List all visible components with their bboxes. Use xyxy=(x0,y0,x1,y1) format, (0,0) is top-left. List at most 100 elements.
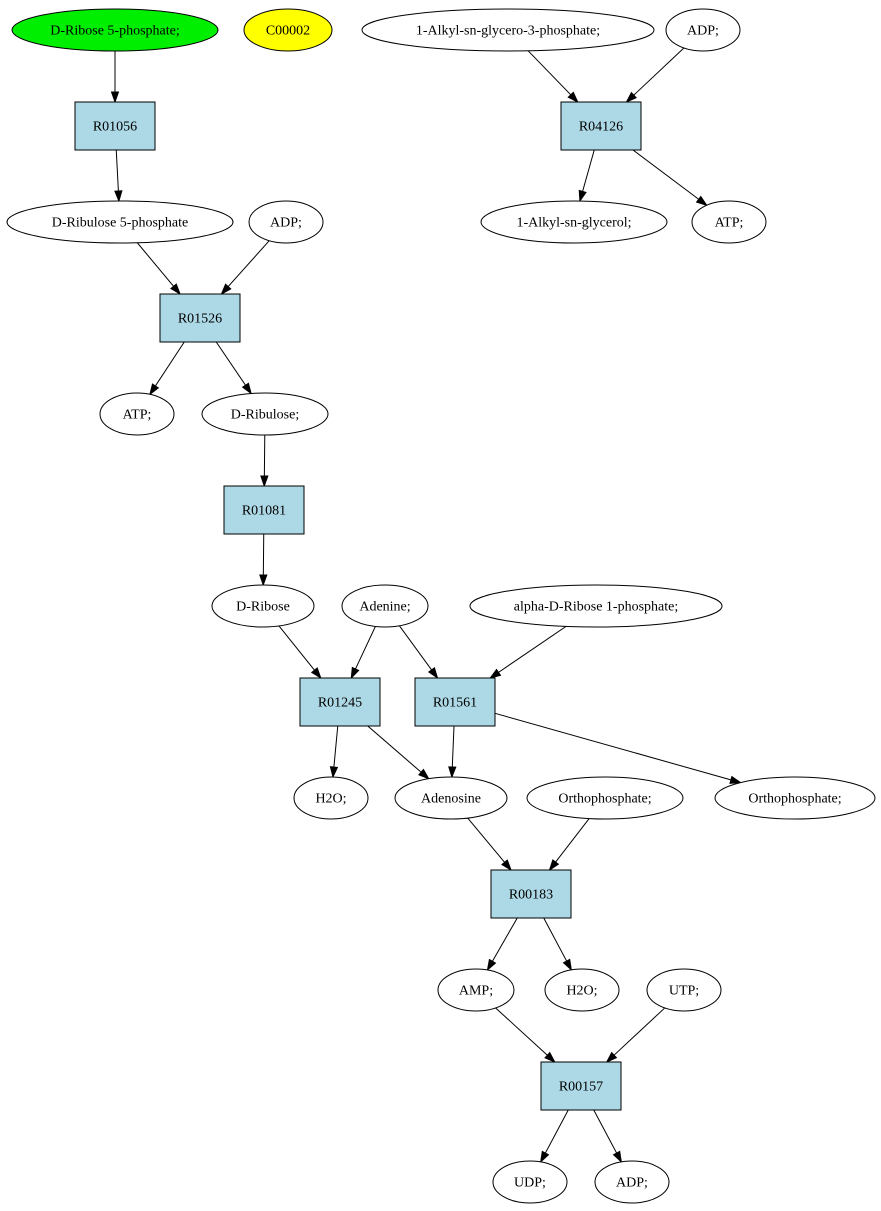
reaction-box xyxy=(159,293,241,343)
edge-line xyxy=(593,1109,618,1154)
compound-node-adp[interactable]: ADP; xyxy=(594,1160,670,1204)
compound-node-orthophosphate[interactable]: Orthophosphate; xyxy=(526,776,684,820)
compound-ellipse xyxy=(646,968,722,1012)
edge-line xyxy=(527,50,572,96)
arrowhead-icon xyxy=(310,667,322,680)
reaction-node-r01245[interactable]: R01245 xyxy=(299,677,381,727)
edge-ortho1-to-r00183 xyxy=(548,818,590,872)
edge-utp-to-r00157 xyxy=(605,1007,666,1064)
compound-ellipse xyxy=(394,776,508,820)
node-label: AMP; xyxy=(459,984,493,999)
node-label: D-Ribulose 5-phosphate xyxy=(52,216,188,231)
compound-node-udp[interactable]: UDP; xyxy=(492,1160,568,1204)
node-label: ATP; xyxy=(123,408,152,423)
node-label: H2O; xyxy=(566,984,597,999)
edge-amp-to-r00157 xyxy=(495,1007,556,1064)
reaction-box xyxy=(540,1061,622,1111)
compound-node-h2o[interactable]: H2O; xyxy=(544,968,620,1012)
node-label: UDP; xyxy=(514,1176,546,1191)
compound-ellipse xyxy=(469,584,723,628)
compound-node-adp[interactable]: ADP; xyxy=(665,8,741,52)
compound-node-adenosine[interactable]: Adenosine xyxy=(394,776,508,820)
compound-node-d-ribose-5-phosphate[interactable]: D-Ribose 5-phosphate; xyxy=(11,8,219,52)
reaction-node-r00183[interactable]: R00183 xyxy=(490,869,572,919)
edge-r04126-to-atp_top xyxy=(632,149,708,207)
edge-adp_top-to-r04126 xyxy=(625,47,685,104)
reaction-node-r01561[interactable]: R01561 xyxy=(414,677,496,727)
reaction-box xyxy=(560,101,642,151)
compound-node-atp[interactable]: ATP; xyxy=(99,392,175,436)
edge-r01081-to-ribose xyxy=(259,533,268,587)
compound-node-utp[interactable]: UTP; xyxy=(646,968,722,1012)
edge-line xyxy=(543,917,568,962)
reaction-node-r01056[interactable]: R01056 xyxy=(74,101,156,151)
node-label: UTP; xyxy=(669,984,699,999)
compound-node-1-alkyl-sn-glycerol[interactable]: 1-Alkyl-sn-glycerol; xyxy=(480,200,668,244)
arrowhead-icon xyxy=(625,91,638,104)
reaction-node-r00157[interactable]: R00157 xyxy=(540,1061,622,1111)
arrowhead-icon xyxy=(729,775,742,784)
edge-line xyxy=(632,149,699,200)
compound-node-adenine[interactable]: Adenine; xyxy=(341,584,429,628)
node-label: R01526 xyxy=(178,312,222,327)
node-label: R04126 xyxy=(579,120,623,135)
edge-line xyxy=(555,818,590,863)
compound-node-atp[interactable]: ATP; xyxy=(691,200,767,244)
compound-ellipse xyxy=(526,776,684,820)
arrowhead-icon xyxy=(220,283,232,296)
edge-line xyxy=(399,625,433,671)
edge-line xyxy=(467,817,505,863)
compound-ellipse xyxy=(544,968,620,1012)
node-label: 1-Alkyl-sn-glycerol; xyxy=(516,216,631,231)
compound-node-d-ribulose-5-phosphate[interactable]: D-Ribulose 5-phosphate xyxy=(6,200,234,244)
arrowhead-icon xyxy=(418,768,430,780)
edge-r00157-to-udp xyxy=(539,1109,569,1164)
node-label: R01056 xyxy=(93,120,137,135)
edge-r01245-to-adenosine xyxy=(367,725,430,780)
compound-node-h2o[interactable]: H2O; xyxy=(293,776,369,820)
reaction-node-r01526[interactable]: R01526 xyxy=(159,293,241,343)
node-label: R00183 xyxy=(509,888,553,903)
arrowhead-icon xyxy=(149,383,160,396)
node-label: ADP; xyxy=(616,1176,648,1191)
compound-ellipse xyxy=(211,584,315,628)
edge-line xyxy=(582,149,595,192)
arrowhead-icon xyxy=(427,667,439,680)
arrowhead-icon xyxy=(501,859,512,872)
arrowhead-icon xyxy=(260,475,269,488)
compound-ellipse xyxy=(480,200,668,244)
edge-adenine-to-r01245 xyxy=(350,626,376,680)
edge-aribose1p-to-r01561 xyxy=(488,625,567,679)
node-label: R01081 xyxy=(242,504,286,519)
arrowhead-icon xyxy=(548,859,560,872)
node-label: C00002 xyxy=(266,24,310,39)
compound-node-d-ribose[interactable]: D-Ribose xyxy=(211,584,315,628)
compound-node-adp[interactable]: ADP; xyxy=(248,200,324,244)
edge-adenosine-to-r00183 xyxy=(467,817,512,872)
arrowhead-icon xyxy=(350,666,360,680)
compound-ellipse xyxy=(243,8,333,52)
node-label: D-Ribulose; xyxy=(231,408,299,423)
reaction-node-r01081[interactable]: R01081 xyxy=(223,485,305,535)
edge-ribose5p-to-r01056 xyxy=(110,51,120,104)
arrowhead-icon xyxy=(114,190,123,203)
edges-layer xyxy=(110,47,742,1164)
node-label: Adenine; xyxy=(359,600,410,615)
compound-node-d-ribulose[interactable]: D-Ribulose; xyxy=(201,392,329,436)
compound-node-alpha-d-ribose-1-phosphate[interactable]: alpha-D-Ribose 1-phosphate; xyxy=(469,584,723,628)
reaction-node-r04126[interactable]: R04126 xyxy=(560,101,642,151)
edge-r01526-to-atp2 xyxy=(149,341,185,396)
edge-adp2-to-r01526 xyxy=(220,240,270,296)
compound-node-c00002[interactable]: C00002 xyxy=(243,8,333,52)
edge-r01526-to-ribulose xyxy=(215,341,252,395)
edge-line xyxy=(333,725,339,768)
compound-node-orthophosphate[interactable]: Orthophosphate; xyxy=(714,776,876,820)
edge-r01561-to-adenosine xyxy=(448,725,457,779)
arrowhead-icon xyxy=(605,1051,618,1064)
compound-node-amp[interactable]: AMP; xyxy=(437,968,515,1012)
edge-r00183-to-h2o_b xyxy=(543,917,573,972)
compound-node-1-alkyl-sn-glycero-3-phosphate[interactable]: 1-Alkyl-sn-glycero-3-phosphate; xyxy=(361,8,655,52)
compound-ellipse xyxy=(11,8,219,52)
reaction-box xyxy=(74,101,156,151)
